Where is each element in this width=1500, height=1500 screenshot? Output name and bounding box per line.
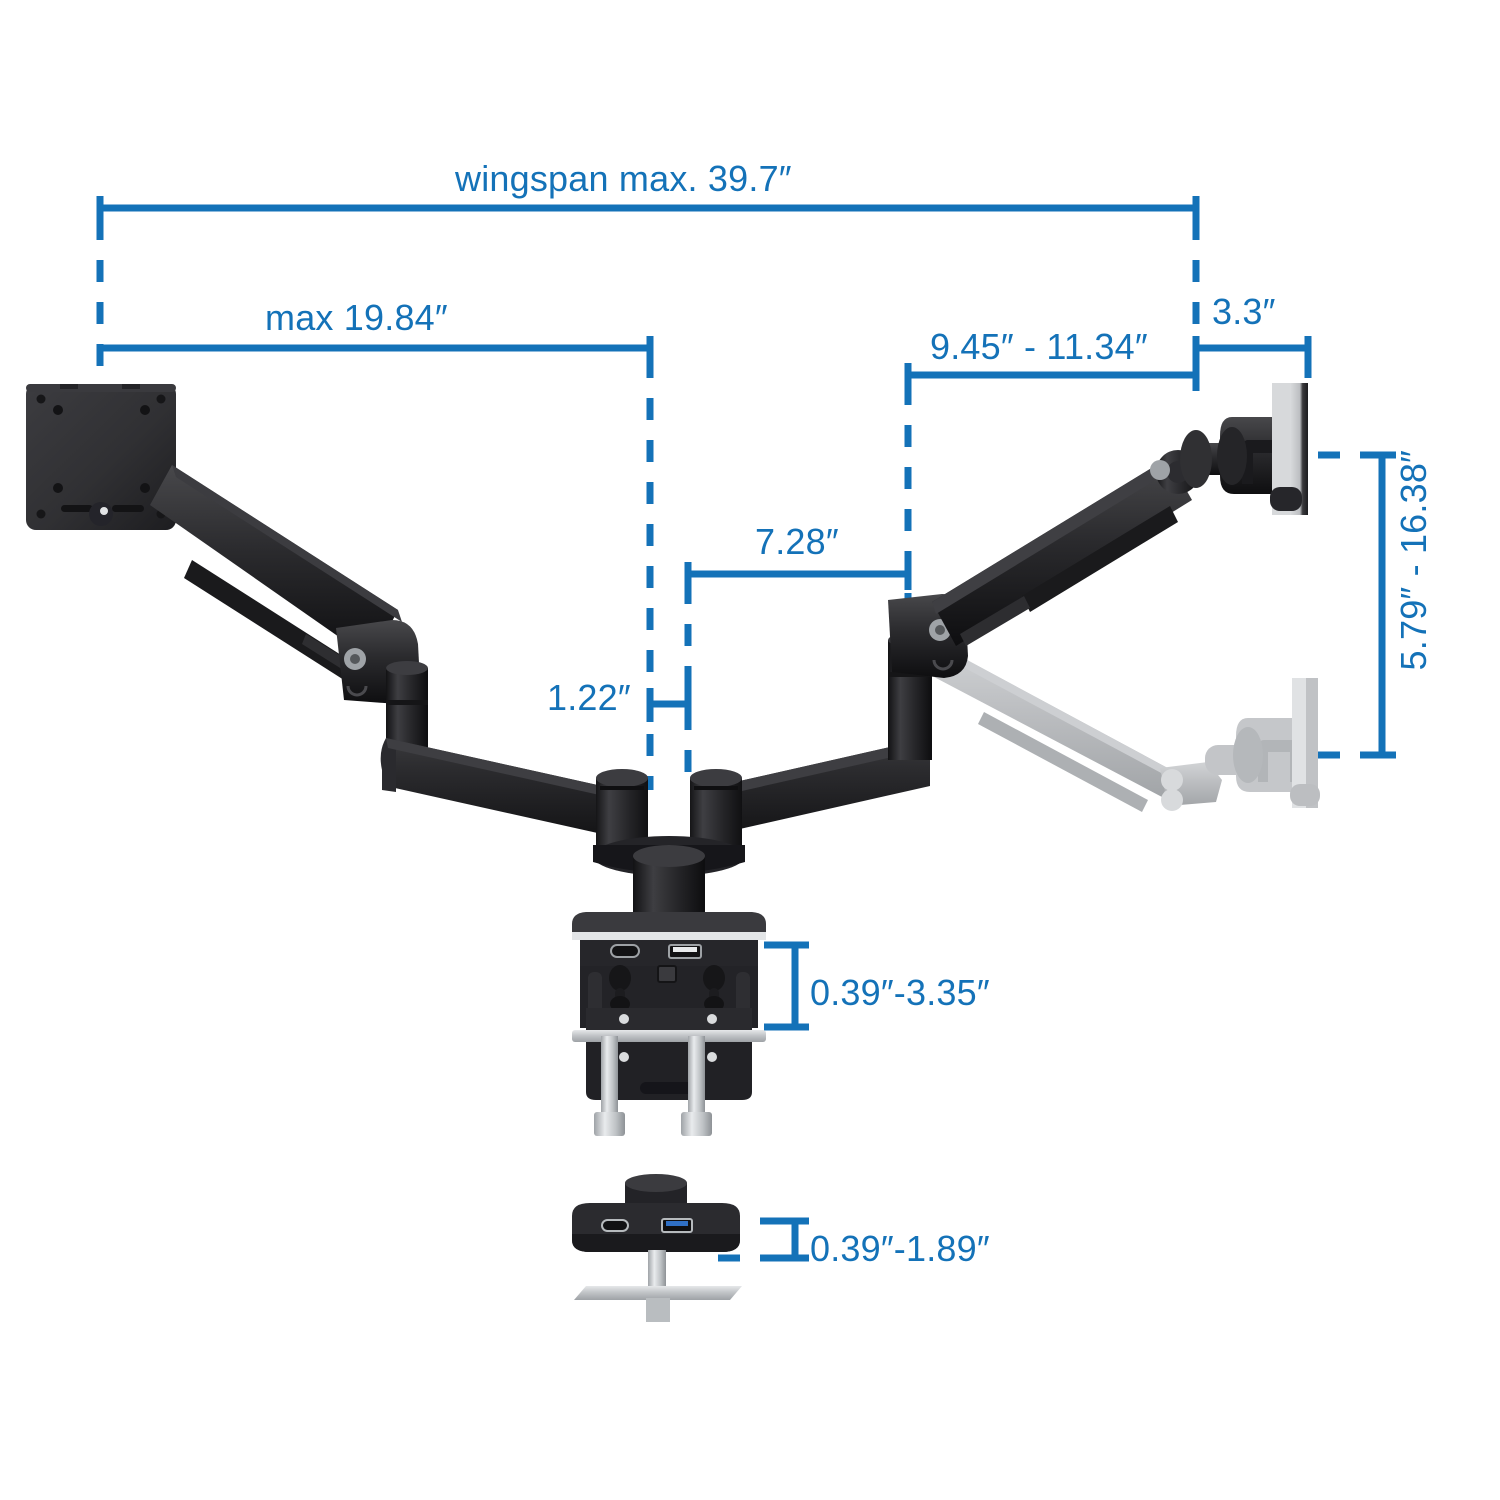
dimension-label-grommet-thickness: 0.39″-1.89″ xyxy=(810,1228,990,1269)
right-vesa-plate-side xyxy=(1270,383,1308,515)
dimension-vesa-depth xyxy=(1192,336,1312,398)
center-hub-assembly xyxy=(593,769,745,926)
dimension-label-height-range: 5.79″ - 16.38″ xyxy=(1393,450,1434,671)
ghost-arm-lowered-position xyxy=(917,640,1320,812)
dimension-label-left-reach: max 19.84″ xyxy=(265,297,448,338)
right-arm-assembly xyxy=(700,383,1308,838)
dimension-right-reach xyxy=(904,363,1200,640)
clamp-bolt-left xyxy=(594,1036,625,1136)
dimension-inner-reach xyxy=(684,562,912,790)
grommet-usb-a-port xyxy=(661,1218,693,1233)
center-pivot-collars xyxy=(596,769,742,856)
grommet-usb-c-port xyxy=(601,1219,629,1232)
dimension-height-range xyxy=(1318,451,1396,759)
dimension-label-right-reach: 9.45″ - 11.34″ xyxy=(930,326,1148,367)
dimension-label-wingspan: wingspan max. 39.7″ xyxy=(455,158,792,199)
clamp-bolt-right xyxy=(681,1036,712,1136)
dimension-left-reach xyxy=(100,336,654,790)
dimension-label-inner-reach: 7.28″ xyxy=(755,521,839,562)
right-lower-arm xyxy=(700,738,932,838)
usb-c-port xyxy=(610,944,640,958)
left-vesa-plate xyxy=(26,384,176,530)
usb-a-port xyxy=(668,944,702,959)
left-riser-post xyxy=(386,661,428,760)
left-lower-arm xyxy=(380,738,622,838)
c-clamp-assembly xyxy=(572,912,766,1136)
grommet-mount-assembly xyxy=(572,1174,742,1322)
dimension-pivot-gap xyxy=(646,688,692,722)
dimension-label-clamp-thickness: 0.39″-3.35″ xyxy=(810,972,990,1013)
dimension-label-vesa-depth: 3.3″ xyxy=(1212,291,1276,332)
dimension-label-pivot-gap: 1.22″ xyxy=(547,677,631,718)
left-arm-assembly xyxy=(26,384,622,838)
dimension-lines xyxy=(96,196,1396,1262)
right-upper-gas-spring-arm xyxy=(932,458,1192,646)
